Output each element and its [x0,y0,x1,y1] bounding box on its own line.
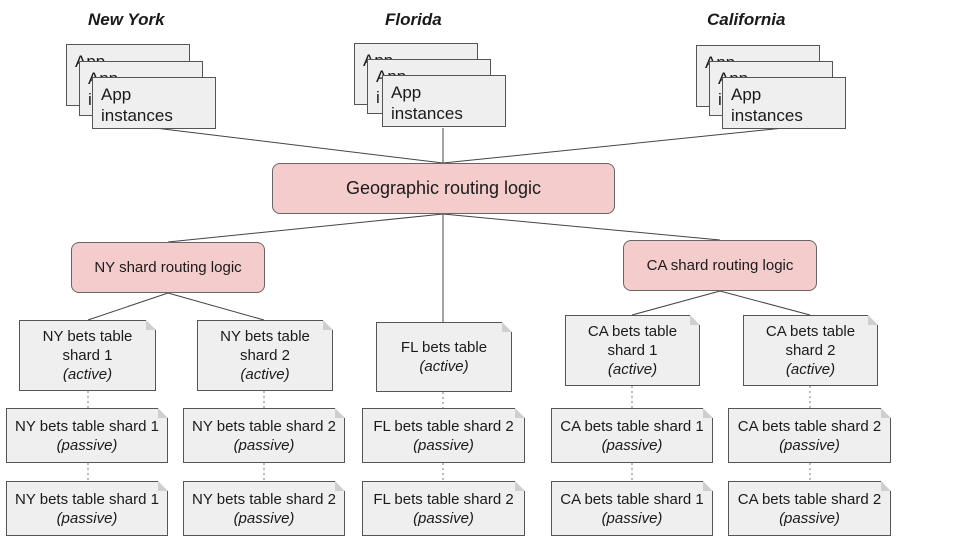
ca-shard-1-passive-table: CA bets table shard 1 (passive) [551,408,713,463]
folded-corner [703,481,713,491]
app-instance-label: App [391,83,422,102]
folded-corner [515,481,525,491]
table-status: (passive) [601,509,663,527]
ny-shard-1-passive-table: NY bets table shard 1 (passive) [6,408,168,463]
table-name: NY bets table shard 2 [192,490,336,508]
folded-corner [335,481,345,491]
table-name: FL bets table [400,339,488,356]
fl-active-table: FL bets table (active) [376,322,512,392]
table-name: CA bets table [765,323,856,340]
app-instance-label: instances [101,106,173,125]
app-instance-label: i [88,90,92,109]
table-status: (active) [240,366,290,383]
routing-label: CA shard routing logic [646,257,794,274]
table-status: (passive) [56,509,118,527]
app-instance-label: instances [731,106,803,125]
table-name: NY bets table [220,328,310,345]
table-name: shard 2 [239,347,291,364]
connector-ny-shard2 [167,292,265,321]
ny-shard-2-passive-table: NY bets table shard 2 (passive) [183,408,345,463]
table-status: (passive) [413,436,474,454]
table-name: NY bets table [42,328,133,345]
table-name: shard 1 [607,342,658,359]
fl-passive-table: FL bets table shard 2 (passive) [362,408,525,463]
app-instance-label: App [101,85,132,104]
table-name: shard 2 [785,342,836,359]
region-label-florida: Florida [385,10,442,29]
table-status: (passive) [56,436,118,454]
folded-corner [335,408,345,418]
table-name: shard 1 [62,347,113,364]
app-instance-label: App [731,85,762,104]
folded-corner [515,408,525,418]
folded-corner [323,320,333,330]
ny-app-instances: App instances [92,77,216,129]
table-status: (active) [607,361,658,378]
app-instance-label: i [718,90,722,109]
connector-ca-shard2 [719,290,811,316]
connector-geo-ny [167,213,444,243]
fl-passive-table: FL bets table shard 2 (passive) [362,481,525,536]
table-name: NY bets table shard 2 [192,417,336,435]
folded-corner [868,315,878,325]
table-name: CA bets table shard 2 [737,490,882,508]
table-status: (passive) [413,509,474,527]
table-name: CA bets table shard 2 [737,417,882,435]
table-name: CA bets table shard 1 [560,490,704,508]
routing-label: NY shard routing logic [94,259,242,276]
folded-corner [502,322,512,332]
table-status: (passive) [233,509,295,527]
ca-shard-2-passive-table: CA bets table shard 2 (passive) [728,408,891,463]
routing-label: Geographic routing logic [345,178,542,198]
table-status: (passive) [779,436,840,454]
ca-shard-2-active-table: CA bets table shard 2 (active) [743,315,878,386]
table-status: (passive) [779,509,840,527]
app-instance-label: i [376,88,380,107]
table-name: NY bets table shard 1 [15,417,159,435]
folded-corner [703,408,713,418]
connector-ny-shard1 [87,292,169,321]
geographic-routing-logic: Geographic routing logic [272,163,615,214]
ca-shard-2-passive-table: CA bets table shard 2 (passive) [728,481,891,536]
folded-corner [158,481,168,491]
connector-ca-apps-geo [442,127,785,164]
table-name: CA bets table [587,323,678,340]
ny-shard-routing-logic: NY shard routing logic [71,242,265,293]
ny-shard-2-passive-table: NY bets table shard 2 (passive) [183,481,345,536]
ny-shard-1-passive-table: NY bets table shard 1 (passive) [6,481,168,536]
ny-shard-1-active-table: NY bets table shard 1 (active) [19,320,156,391]
folded-corner [158,408,168,418]
folded-corner [146,320,156,330]
table-name: FL bets table shard 2 [373,417,514,435]
ny-shard-2-active-table: NY bets table shard 2 (active) [197,320,333,391]
ca-app-instances: App instances [722,77,846,129]
table-name: NY bets table shard 1 [15,490,159,508]
app-instance-label: instances [391,104,463,123]
region-label-new-york: New York [88,10,165,29]
folded-corner [881,481,891,491]
ca-shard-routing-logic: CA shard routing logic [623,240,817,291]
folded-corner [690,315,700,325]
ca-shard-1-passive-table: CA bets table shard 1 (passive) [551,481,713,536]
ca-shard-1-active-table: CA bets table shard 1 (active) [565,315,700,386]
table-name: CA bets table shard 1 [560,417,704,435]
connector-ny-apps-geo [154,127,444,164]
folded-corner [881,408,891,418]
table-name: FL bets table shard 2 [373,490,514,508]
connector-ca-shard1 [631,290,721,316]
table-status: (active) [62,366,113,383]
table-status: (active) [419,358,469,375]
region-label-california: California [707,10,786,29]
table-status: (active) [785,361,836,378]
table-status: (passive) [233,436,295,454]
connector-geo-ca [442,213,721,241]
fl-app-instances: App instances [382,75,506,127]
table-status: (passive) [601,436,663,454]
